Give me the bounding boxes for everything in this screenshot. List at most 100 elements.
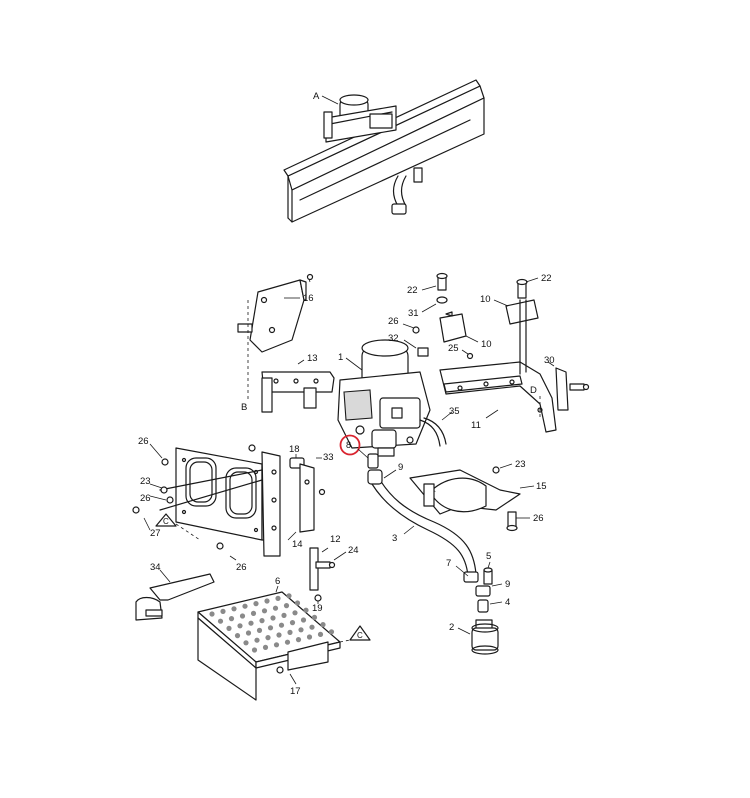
perforation-hole bbox=[303, 607, 309, 613]
callout-6: 6 bbox=[275, 576, 280, 587]
perforation-hole bbox=[294, 600, 301, 606]
perforation-hole bbox=[278, 622, 285, 628]
callout-A: A bbox=[313, 91, 320, 102]
bracket-13 bbox=[261, 371, 335, 413]
perforation-hole bbox=[275, 595, 281, 602]
bracket-34 bbox=[135, 573, 215, 621]
callout-9b: 9 bbox=[505, 579, 510, 590]
callout-27: 27 bbox=[150, 528, 161, 539]
bracket-16 bbox=[237, 279, 307, 353]
callout-2: 2 bbox=[449, 622, 454, 633]
perforation-hole bbox=[320, 622, 326, 628]
perforation-hole bbox=[287, 629, 293, 636]
callout-19: 19 bbox=[312, 603, 323, 614]
perforation-hole bbox=[300, 617, 307, 623]
perforation-hole bbox=[217, 618, 224, 624]
perforation-hole bbox=[317, 631, 324, 638]
perforation-hole bbox=[311, 614, 318, 621]
perforation-hole bbox=[254, 637, 260, 643]
perforation-hole bbox=[295, 637, 302, 643]
perforation-hole bbox=[251, 647, 258, 653]
perforation-hole bbox=[306, 634, 313, 640]
perforation-hole bbox=[272, 605, 279, 611]
callout-22a: 22 bbox=[407, 285, 418, 296]
perforation-hole bbox=[276, 632, 282, 638]
air-dryer-assembly-1 bbox=[337, 339, 431, 457]
bracket-11 bbox=[439, 299, 557, 433]
perforation-hole bbox=[243, 640, 249, 646]
perforation-hole bbox=[264, 598, 270, 604]
callout-34: 34 bbox=[150, 562, 161, 573]
callout-23a: 23 bbox=[515, 459, 526, 470]
callout-7: 7 bbox=[446, 558, 451, 569]
callout-23b: 23 bbox=[140, 476, 151, 487]
callout-11: 11 bbox=[471, 420, 481, 431]
callout-3: 3 bbox=[392, 533, 397, 544]
perforation-hole bbox=[261, 608, 268, 614]
perforation-hole bbox=[256, 627, 263, 634]
perforation-hole bbox=[209, 611, 215, 617]
callout-26d: 26 bbox=[140, 493, 151, 504]
callout-26a: 26 bbox=[388, 316, 399, 327]
callout-33: 33 bbox=[323, 452, 334, 463]
perforation-hole bbox=[226, 625, 232, 632]
callout-5: 5 bbox=[486, 551, 491, 562]
hose-3 bbox=[367, 469, 479, 583]
callout-1: 1 bbox=[338, 352, 343, 363]
callout-31: 31 bbox=[408, 308, 419, 319]
callout-D: D bbox=[530, 385, 537, 396]
perforation-hole bbox=[284, 639, 291, 645]
perforation-hole bbox=[273, 642, 280, 648]
step-plate-6 bbox=[197, 591, 341, 701]
callout-24: 24 bbox=[348, 545, 359, 556]
perforation-hole bbox=[234, 633, 241, 639]
perforation-hole bbox=[242, 603, 248, 609]
perforation-hole bbox=[253, 601, 259, 607]
perforation-hole bbox=[239, 613, 246, 619]
perforation-hole bbox=[292, 610, 298, 616]
callout-8: 8 bbox=[346, 440, 351, 450]
mounting-panel-14 bbox=[159, 447, 281, 557]
callout-22b: 22 bbox=[541, 273, 552, 284]
perforation-hole bbox=[228, 616, 235, 622]
callout-4: 4 bbox=[505, 597, 510, 608]
perforation-hole bbox=[328, 629, 335, 635]
perforation-hole bbox=[248, 620, 254, 626]
callout-9a: 9 bbox=[398, 462, 403, 473]
perforation-hole bbox=[231, 606, 237, 612]
callout-32: 32 bbox=[388, 333, 399, 344]
bracket-15 bbox=[409, 469, 521, 515]
perforation-hole bbox=[220, 608, 226, 615]
callout-16: 16 bbox=[303, 293, 314, 304]
callout-14: 14 bbox=[292, 539, 303, 550]
callout-25: 25 bbox=[448, 343, 459, 354]
callout-12: 12 bbox=[330, 534, 341, 545]
callout-26e: 26 bbox=[236, 562, 247, 573]
perforation-hole bbox=[262, 644, 269, 651]
callout-18: 18 bbox=[289, 444, 300, 455]
perforation-hole bbox=[259, 618, 265, 624]
highlight-part-8[interactable]: 8 bbox=[339, 434, 361, 456]
callout-C2: C bbox=[357, 631, 363, 640]
callout-30: 30 bbox=[544, 355, 555, 366]
perforation-hole bbox=[286, 593, 292, 599]
callout-35: 35 bbox=[449, 406, 460, 417]
perforation-hole bbox=[267, 625, 274, 631]
perforation-hole bbox=[289, 620, 296, 626]
perforation-hole bbox=[250, 610, 257, 617]
callout-17: 17 bbox=[290, 686, 301, 697]
callout-26c: 26 bbox=[138, 436, 149, 447]
perforation-hole bbox=[298, 627, 304, 633]
callout-B1: B bbox=[241, 402, 247, 413]
perforation-hole bbox=[245, 630, 252, 636]
callout-13: 13 bbox=[307, 353, 318, 364]
perforation-hole bbox=[309, 624, 315, 630]
callout-26b: 26 bbox=[533, 513, 544, 524]
frame-rail-inset bbox=[283, 79, 485, 223]
perforation-hole bbox=[281, 612, 287, 619]
callout-15: 15 bbox=[536, 481, 547, 492]
perforation-hole bbox=[283, 603, 290, 609]
perforation-hole bbox=[237, 623, 243, 629]
callout-10b: 10 bbox=[480, 294, 491, 305]
